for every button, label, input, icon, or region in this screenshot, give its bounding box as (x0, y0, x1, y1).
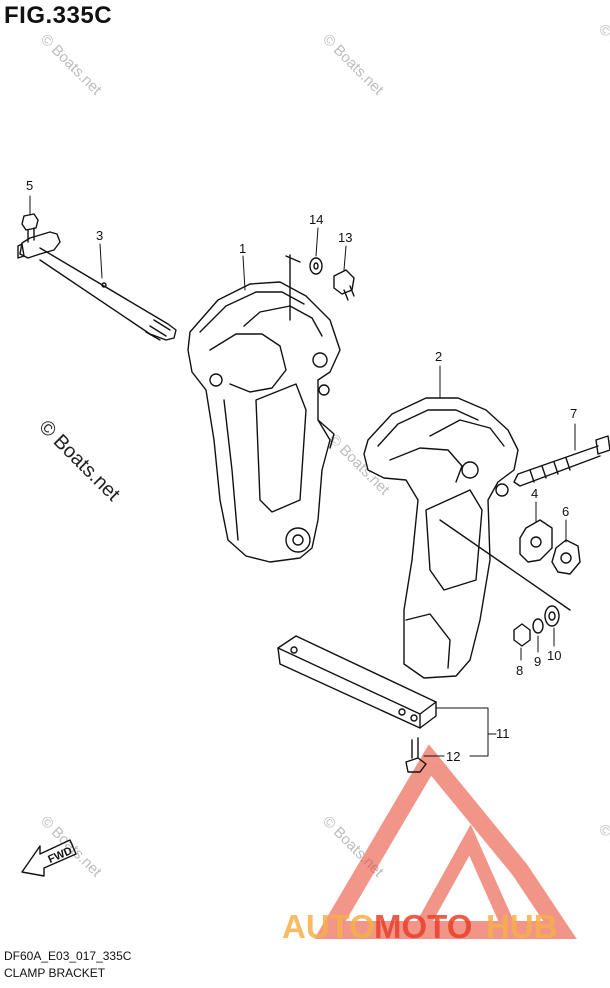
part-6-nut (551, 539, 581, 575)
callout-4: 4 (531, 486, 538, 501)
watermark-text: © Boats.net (37, 31, 105, 99)
brand-part-3: HUB (486, 908, 558, 945)
part-13-bolt (333, 269, 355, 301)
brand-part-2: MOTO (374, 908, 472, 945)
watermark-text: © Boats.net (34, 416, 124, 506)
figure-caption: CLAMP BRACKET (4, 966, 106, 980)
part-4-plate (519, 519, 553, 563)
callout-9: 9 (534, 654, 541, 669)
part-8-nut (513, 623, 531, 647)
automotohub-logo (314, 744, 577, 939)
watermark-text: © Boats.net (37, 813, 105, 881)
brand-part-1: AUTO (282, 908, 375, 945)
part-14-washer (309, 257, 323, 275)
callout-7: 7 (570, 406, 577, 421)
leader-lines (29, 195, 576, 757)
part-1-bracket (187, 254, 341, 563)
watermarks: © Boats.net © Boats.net © Boats.net © Bo… (34, 21, 610, 889)
part-10-washer (544, 605, 560, 627)
callout-5: 5 (26, 178, 33, 193)
part-9-washer (532, 618, 544, 634)
callout-8: 8 (516, 663, 523, 678)
callout-13: 13 (338, 230, 352, 245)
fwd-arrow (21, 839, 77, 877)
callout-6: 6 (562, 504, 569, 519)
figure-title: FIG.335C (4, 2, 113, 29)
callout-3: 3 (96, 228, 103, 243)
callout-11: 11 (496, 726, 510, 741)
callout-numbers: 5 3 1 14 13 2 7 4 6 8 9 10 11 12 (26, 178, 577, 764)
part-7-bolt (513, 435, 610, 487)
callout-10: 10 (547, 648, 561, 663)
part-2-bracket (363, 397, 571, 679)
callout-1: 1 (239, 241, 246, 256)
callout-14: 14 (309, 212, 323, 227)
part-11-pad (277, 635, 437, 729)
watermark-text: © Boats.net (319, 31, 387, 99)
fwd-label: FWD (46, 845, 74, 866)
watermark-text: © Boats.net (595, 21, 610, 89)
automotohub-wordmark: AUTO MOTO HUB (282, 908, 558, 945)
part-5-bolt (21, 213, 39, 243)
callout-2: 2 (435, 349, 442, 364)
watermark-text: © Boats.net (595, 821, 610, 889)
callout-12: 12 (446, 749, 460, 764)
part-12-screw (405, 737, 427, 773)
part-3-shaft (17, 231, 177, 341)
figure-code: DF60A_E03_017_335C (4, 949, 132, 963)
